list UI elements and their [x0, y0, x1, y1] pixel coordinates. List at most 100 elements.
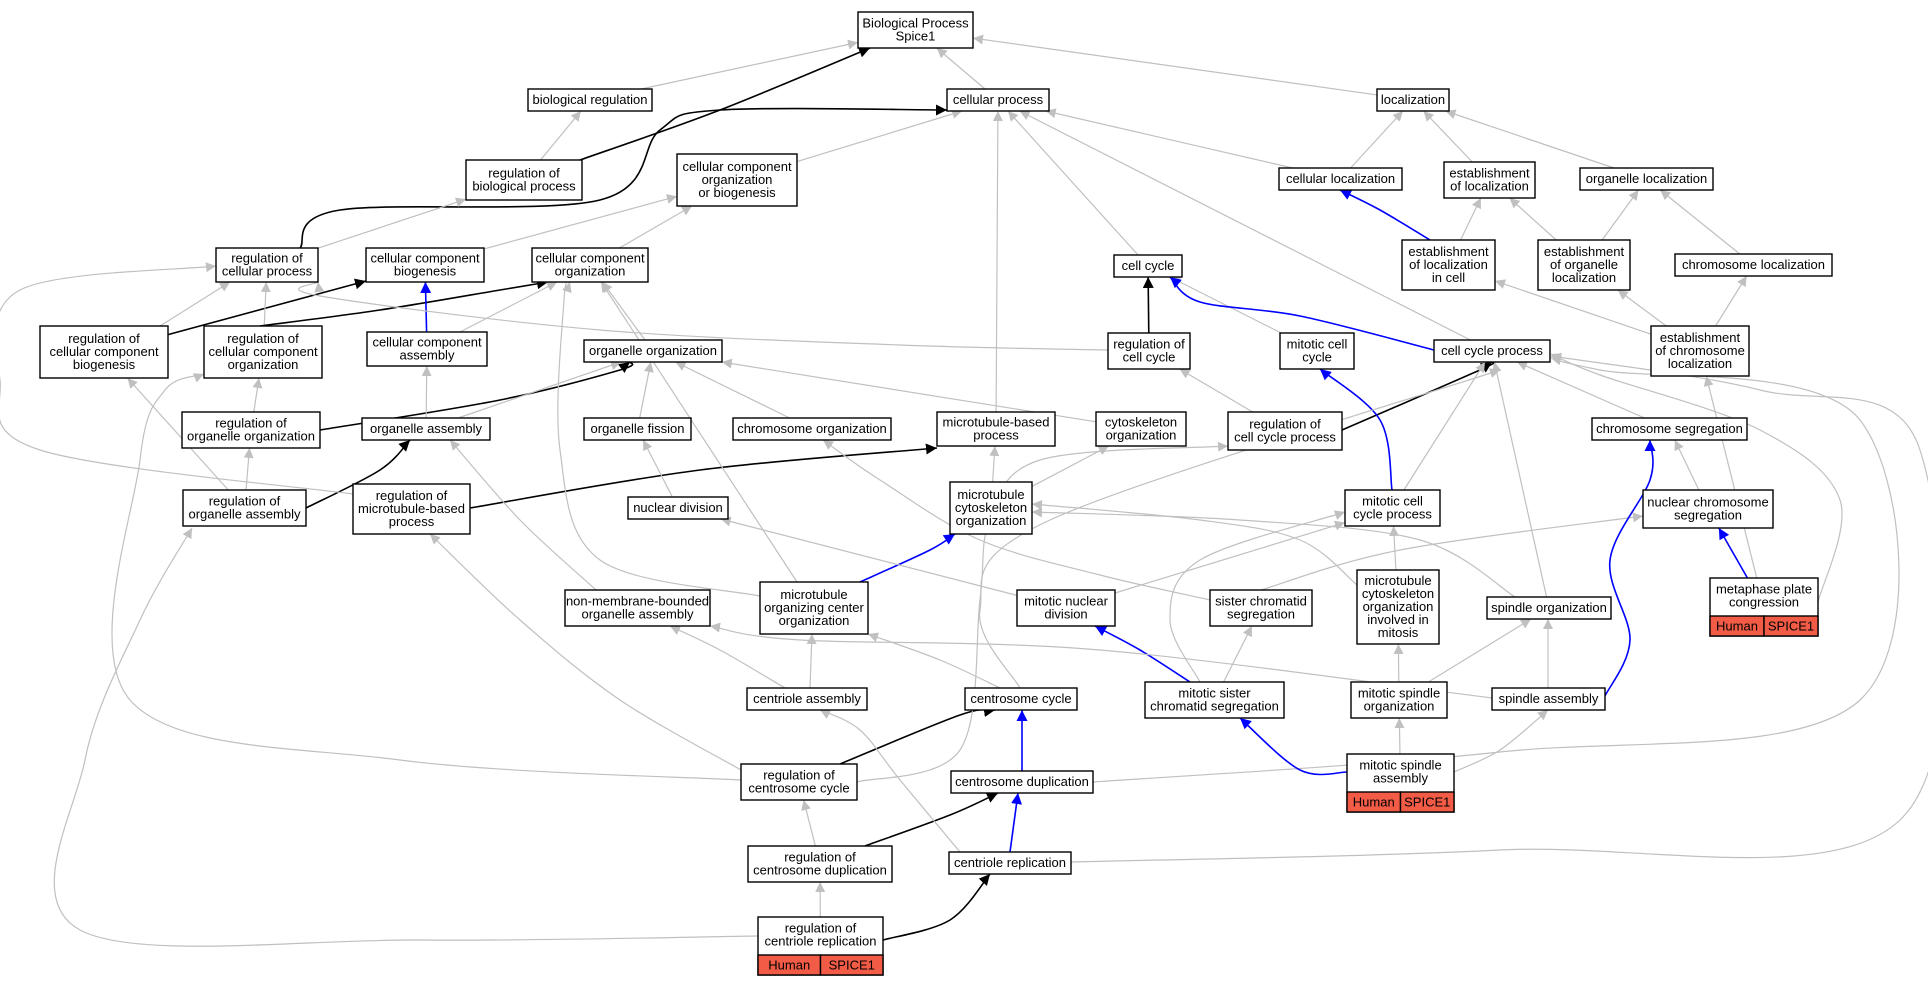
go-term-label: localization	[1668, 356, 1732, 371]
edge-regulates-regcentdup-to-centdup	[864, 792, 999, 847]
go-term-label: organization	[956, 513, 1027, 528]
go-term-label: or biogenesis	[698, 185, 776, 200]
go-term-node-bioreg[interactable]: biological regulation	[527, 88, 653, 112]
edge-part-of-centrep-to-centdup	[1009, 792, 1022, 853]
go-term-label: organelle assembly	[581, 607, 694, 622]
go-term-node-cellproc[interactable]: cellular process	[946, 88, 1050, 112]
go-term-node-mtcytomit[interactable]: microtubulecytoskeletonorganizationinvol…	[1356, 569, 1440, 645]
go-term-box	[1401, 239, 1496, 291]
go-term-node-centcycle[interactable]: centrosome cycle	[964, 687, 1078, 711]
go-term-box	[1113, 254, 1183, 278]
go-term-node-orgassembly[interactable]: organelle assembly	[361, 417, 491, 441]
go-term-label: cell cycle process	[1234, 430, 1336, 445]
go-term-node-chromloc[interactable]: chromosome localization	[1674, 253, 1833, 277]
go-term-node-spindleassembly[interactable]: spindle assembly	[1491, 687, 1606, 711]
go-term-label: cell cycle	[1122, 258, 1175, 273]
edge-is-a-nucchromseg-to-chromseg	[1674, 439, 1700, 491]
go-term-node-orgorg[interactable]: organelle organization	[583, 339, 723, 363]
go-term-node-cellcycle[interactable]: cell cycle	[1113, 254, 1183, 278]
go-term-label: regulation of	[1113, 337, 1185, 352]
go-term-box	[1491, 687, 1606, 711]
go-term-node-orgfission[interactable]: organelle fission	[583, 417, 692, 441]
edge-is-a-chromorg-to-orgorg	[675, 361, 790, 419]
edge-is-a-mitspindleassembly-to-spindleassembly	[1453, 709, 1549, 773]
edge-is-a-mtcyto-to-cytoorg	[1031, 445, 1109, 487]
go-term-node-cellloc[interactable]: cellular localization	[1278, 167, 1403, 191]
edge-is-a-mtbased-to-cellproc	[992, 110, 1003, 413]
edge-is-a-regccbio-to-regcp	[159, 281, 231, 327]
go-term-box	[564, 589, 711, 627]
go-term-node-ccproc[interactable]: cell cycle process	[1433, 339, 1551, 363]
go-term-node-spindleorg[interactable]: spindle organization	[1486, 596, 1612, 620]
go-term-box	[1344, 489, 1441, 527]
edges-layer	[0, 34, 1928, 947]
go-term-label: mitotic nuclear	[1024, 594, 1108, 609]
go-term-box	[732, 417, 892, 441]
go-term-node-loc[interactable]: localization	[1376, 88, 1450, 112]
go-term-box	[1376, 88, 1450, 112]
annotation-species-label: Human	[1353, 795, 1395, 810]
go-term-label: Biological Process	[862, 16, 969, 31]
annotation-gene-label: SPICE1	[829, 958, 875, 973]
go-term-box	[352, 483, 471, 535]
go-term-label: centrosome cycle	[970, 691, 1071, 706]
go-term-label: regulation of	[763, 768, 835, 783]
edge-is-a-regcc-to-regcp	[298, 281, 1109, 351]
go-term-label: mitosis	[1378, 625, 1419, 640]
go-term-box	[1350, 681, 1448, 719]
go-term-label: mitotic cell	[1362, 494, 1423, 509]
edge-part-of-mtoc-to-mtcyto	[859, 533, 956, 583]
go-term-node-orgloc[interactable]: organelle localization	[1579, 167, 1714, 191]
go-term-label: organization	[702, 172, 773, 187]
go-term-node-centrep[interactable]: centriole replication	[948, 851, 1072, 875]
edge-regulates-regccorg-to-ccorg	[259, 278, 549, 327]
go-term-node-chromorg[interactable]: chromosome organization	[732, 417, 892, 441]
go-term-label: establishment	[1408, 244, 1489, 259]
go-term-label: localization	[1381, 92, 1445, 107]
go-term-label: organelle fission	[591, 421, 685, 436]
go-term-node-centassembly[interactable]: centriole assembly	[746, 687, 868, 711]
edge-is-a-mitnucdiv-to-mitccproc	[1114, 520, 1346, 594]
go-term-label: regulation of	[215, 416, 287, 431]
go-term-node-nucdiv[interactable]: nuclear division	[627, 496, 729, 520]
go-term-box	[1278, 167, 1403, 191]
go-term-box	[1279, 332, 1355, 370]
go-term-node-chromseg[interactable]: chromosome segregation	[1591, 417, 1748, 441]
go-term-node-centdup[interactable]: centrosome duplication	[950, 770, 1094, 794]
